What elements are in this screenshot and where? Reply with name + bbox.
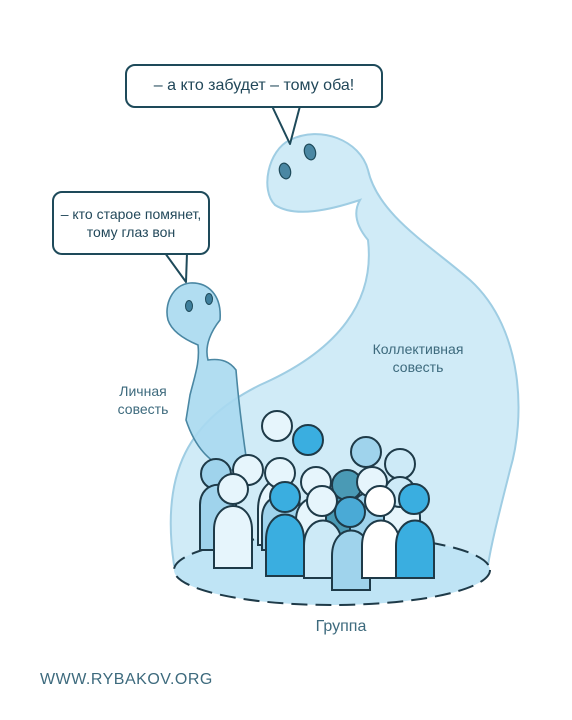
- collective-left-eye: [278, 162, 292, 180]
- collective-right-eye: [303, 143, 317, 161]
- person-head: [217, 473, 249, 505]
- left-bubble-tail: [164, 252, 188, 283]
- person: [265, 513, 305, 577]
- personal-right-eye: [205, 293, 213, 305]
- collective-speech-bubble: – а кто забудет – тому оба!: [125, 64, 383, 108]
- personal-conscience-label: Личная совесть: [117, 383, 169, 417]
- top-bubble-tail: [271, 105, 301, 145]
- person-head: [306, 485, 338, 517]
- person-head: [269, 481, 301, 513]
- person-head: [364, 485, 396, 517]
- person-head: [384, 448, 416, 480]
- person-head: [334, 496, 366, 528]
- site-url: WWW.RYBAKOV.ORG: [40, 671, 213, 688]
- collective-conscience-label: Коллективная совесть: [372, 341, 464, 375]
- personal-speech-bubble: – кто старое помянет, тому глаз вон: [52, 191, 210, 255]
- group-label: Группа: [315, 618, 367, 635]
- collective-quote-text: – а кто забудет – тому оба!: [153, 77, 355, 94]
- person-head: [292, 424, 324, 456]
- personal-conscience-ghost: [166, 282, 249, 471]
- person: [361, 519, 401, 579]
- person-head: [398, 483, 430, 515]
- person: [395, 519, 435, 579]
- personal-quote-text: – кто старое помянет, тому глаз вон: [60, 206, 202, 240]
- crowd: [199, 410, 435, 591]
- person-head: [261, 410, 293, 442]
- person-head: [350, 436, 382, 468]
- personal-left-eye: [185, 300, 193, 312]
- person: [213, 505, 253, 569]
